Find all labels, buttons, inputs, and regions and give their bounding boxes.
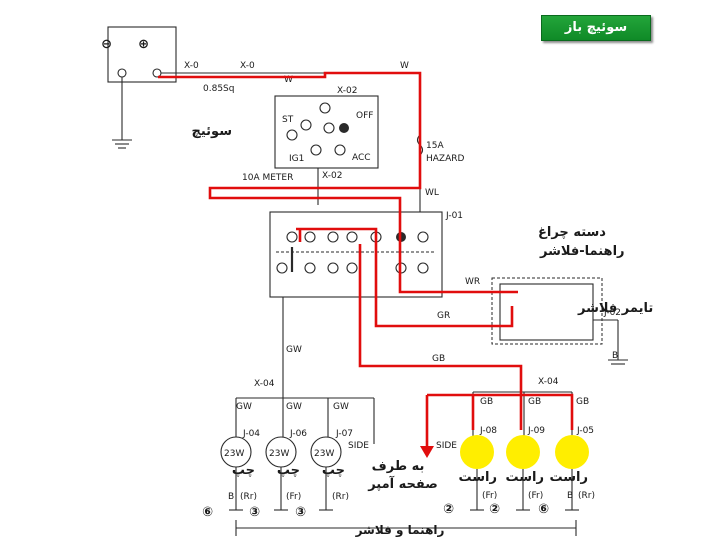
ground-number-1: ⑥ — [202, 505, 213, 520]
title-button[interactable]: سوئیچ باز — [541, 15, 651, 41]
wire-b-right-label: B — [567, 491, 573, 501]
connector-j02: J-02 — [603, 308, 621, 318]
connector-j04: J-04 — [242, 429, 260, 439]
connector-j08: J-08 — [479, 426, 497, 436]
bottom-label: راهنما و فلاشر — [355, 523, 445, 538]
stalk-switch-label-2: راهنما-فلاشر — [539, 244, 625, 259]
wire-gb-c-label: GB — [576, 397, 589, 407]
connector-j09: J-09 — [527, 426, 545, 436]
ignition-ig1: IG1 — [289, 154, 304, 164]
wire-w-label: W — [284, 75, 293, 85]
flasher-timer-label: تایمر فلاشر — [577, 301, 653, 316]
fuse-meter-label: 10A METER — [242, 173, 293, 183]
ground-number-2: ③ — [249, 505, 260, 520]
ignition-off: OFF — [356, 111, 373, 121]
left-label-1: چپ — [232, 463, 255, 478]
wire-gw-main-label: GW — [286, 345, 302, 355]
position-1: (Rr) — [240, 492, 257, 502]
ignition-st: ST — [282, 115, 294, 125]
bulb-2-wattage: 23W — [269, 449, 289, 459]
right-label-3: راست — [550, 470, 589, 485]
flasher-timer: تایمر فلاشر J-02 B — [491, 277, 653, 365]
ignition-acc: ACC — [352, 153, 371, 163]
ground-number-5: ② — [489, 502, 500, 517]
position-4: (Fr) — [482, 491, 497, 501]
ground-number-6: ⑥ — [538, 502, 549, 517]
fuse-hazard-rating: 15A — [426, 141, 444, 151]
connector-j07: J-07 — [335, 429, 353, 439]
battery-minus-terminal: ⊖ — [101, 37, 112, 52]
wire-gw-a-label: GW — [236, 402, 252, 412]
wire-size-label: 0.85Sq — [203, 84, 234, 94]
wire-gw-c-label: GW — [333, 402, 349, 412]
wire-gb-a-label: GB — [480, 397, 493, 407]
wire-side-left-label: SIDE — [348, 441, 369, 451]
wire-b-timer-label: B — [612, 351, 618, 361]
ignition-switch: X-02 سوئیچ ST OFF IG1 ACC — [192, 86, 379, 169]
left-label-2: چپ — [277, 463, 300, 478]
left-label-3: چپ — [322, 463, 345, 478]
wire-wl-label: WL — [425, 188, 439, 198]
right-label-2: راست — [506, 470, 545, 485]
battery-plus-terminal: ⊕ — [138, 37, 149, 52]
connector-x0-right: X-0 — [240, 61, 255, 71]
ground-number-4: ② — [443, 502, 454, 517]
left-bulbs: 23W 23W 23W چپ چپ چپ B (Rr) (Fr) (Rr) ⑥ … — [202, 436, 349, 520]
wire-gw-b-label: GW — [286, 402, 302, 412]
wire-gb-main-label: GB — [432, 354, 445, 364]
position-3: (Rr) — [332, 492, 349, 502]
connector-j05: J-05 — [576, 426, 594, 436]
connector-x02-bottom: X-02 — [322, 171, 342, 181]
right-label-1: راست — [459, 470, 498, 485]
wire-gb-b-label: GB — [528, 397, 541, 407]
fuse-hazard-name: HAZARD — [426, 154, 465, 164]
position-6: (Rr) — [578, 491, 595, 501]
highlight-wire-path — [158, 71, 574, 458]
wire-wr-label: WR — [465, 277, 480, 287]
position-2: (Fr) — [286, 492, 301, 502]
ignition-label: سوئیچ — [192, 124, 233, 139]
wire-w-label-right: W — [400, 61, 409, 71]
indicator-lamp-1 — [460, 435, 494, 469]
indicator-lamp-3 — [555, 435, 589, 469]
wire-b-left-label: B — [228, 492, 234, 502]
indicator-lamp-2 — [506, 435, 540, 469]
connector-x04-left: X-04 — [254, 379, 275, 389]
bulb-1-wattage: 23W — [224, 449, 244, 459]
connector-x02-top: X-02 — [337, 86, 357, 96]
connector-x0-left: X-0 — [184, 61, 199, 71]
bulb-3-wattage: 23W — [314, 449, 334, 459]
annotation-line-1: به طرف — [372, 459, 425, 474]
stalk-switch-label-1: دسته چراغ — [538, 225, 606, 240]
position-5: (Fr) — [528, 491, 543, 501]
connector-j06: J-06 — [289, 429, 307, 439]
ground-number-3: ③ — [295, 505, 306, 520]
right-lamps: راست راست راست (Fr) (Fr) B (Rr) ② ② ⑥ — [443, 435, 595, 517]
connector-x04-right: X-04 — [538, 377, 559, 387]
connector-j01: J-01 — [445, 211, 463, 221]
wire-side-right-label: SIDE — [436, 441, 457, 451]
wire-gr-label: GR — [437, 311, 450, 321]
annotation-line-2: صفحه آمپر — [367, 475, 438, 492]
turn-signal-stalk-switch: J-01 دسته چراغ راهنما-فلاشر — [269, 211, 625, 298]
battery: ⊖ ⊕ — [101, 26, 177, 149]
